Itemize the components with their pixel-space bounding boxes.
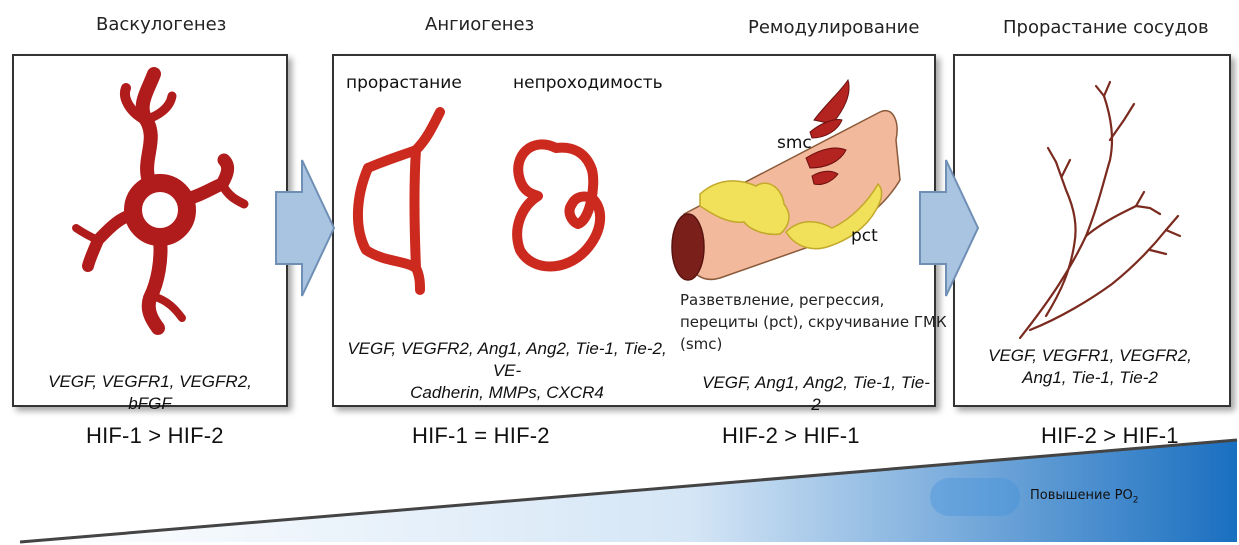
po2-label-text: Повышение PO [1030,488,1133,503]
sprouting-vessel-icon [358,112,440,290]
hif-ratio-angiogenesis: HIF-1 = HIF-2 [412,423,550,449]
arrow-right-icon [920,160,978,296]
remodeling-description: Разветвление, регрессия, перециты (pct),… [680,290,947,355]
label-smc: smc [777,133,812,153]
occluded-vessel-icon [517,144,600,266]
hif-ratio-sprouting: HIF-2 > HIF-1 [1041,423,1179,449]
po2-increase-label: Повышение PO2 [1030,488,1138,506]
po2-label-subscript: 2 [1133,496,1139,506]
label-impassability: непроходимость [513,73,663,93]
label-pct: pct [851,226,878,246]
remodeling-desc-line2: перециты (pct), скручивание ГМК [680,312,947,334]
genes-angiogenesis-line1: VEGF, VEGFR2, Ang1, Ang2, Tie-1, Tie-2, … [340,338,674,382]
genes-sprouting-line2: Ang1, Tie-1, Tie-2 [965,367,1215,389]
genes-remodeling: VEGF, Ang1, Ang2, Tie-1, Tie-2 [700,372,932,416]
remodeling-vessel-icon [672,80,900,280]
genes-vasculogenesis: VEGF, VEGFR1, VEGFR2, bFGF [28,371,272,415]
genes-angiogenesis: VEGF, VEGFR2, Ang1, Ang2, Tie-1, Tie-2, … [340,338,674,404]
vessel-network-icon [76,74,244,328]
hif-ratio-vasculogenesis: HIF-1 > HIF-2 [86,423,224,449]
genes-sprouting: VEGF, VEGFR1, VEGFR2, Ang1, Tie-1, Tie-2 [965,345,1215,389]
hif-ratio-remodeling: HIF-2 > HIF-1 [722,423,860,449]
remodeling-desc-line1: Разветвление, регрессия, [680,290,947,312]
remodeling-desc-line3: (smc) [680,334,947,356]
label-sprouting: прорастание [346,73,462,93]
arrow-right-icon [276,160,334,296]
genes-angiogenesis-line2: Cadherin, MMPs, CXCR4 [340,382,674,404]
branching-vessel-icon [1020,82,1180,338]
genes-sprouting-line1: VEGF, VEGFR1, VEGFR2, [965,345,1215,367]
